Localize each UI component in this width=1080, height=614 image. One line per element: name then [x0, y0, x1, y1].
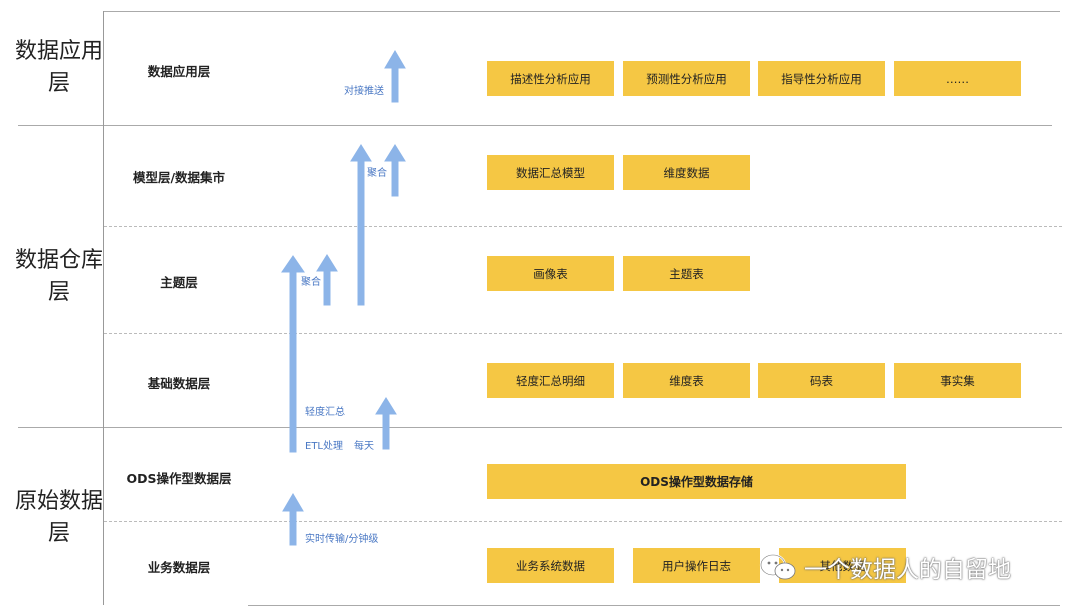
box-dimension-data: 维度数据	[623, 155, 750, 190]
box-fact-set: 事实集	[894, 363, 1021, 398]
label-aggregate-upper: 聚合	[367, 168, 387, 179]
left-column-divider	[103, 11, 104, 605]
box-user-operation-log: 用户操作日志	[633, 548, 760, 583]
label-aggregate-lower: 聚合	[301, 277, 321, 288]
app-layer-divider	[18, 125, 1052, 126]
label-etl: ETL处理	[305, 441, 343, 452]
box-business-system-data: 业务系统数据	[487, 548, 614, 583]
arrow-etl-to-topic	[281, 255, 305, 453]
warehouse-layer-divider	[18, 427, 1062, 428]
box-prescriptive-analysis: 指导性分析应用	[758, 61, 885, 96]
model-topic-divider	[104, 226, 1062, 227]
sublayer-label-base: 基础数据层	[147, 376, 211, 391]
label-daily: 每天	[354, 441, 374, 452]
box-predictive-analysis: 预测性分析应用	[623, 61, 750, 96]
arrow-daily-base	[375, 397, 397, 450]
sublayer-label-topic: 主题层	[160, 275, 198, 290]
arrow-topic-to-model	[350, 144, 372, 306]
watermark: 一个数据人的自留地	[758, 550, 1011, 584]
box-light-summary-detail: 轻度汇总明细	[487, 363, 614, 398]
box-summary-model: 数据汇总模型	[487, 155, 614, 190]
sublayer-label-business: 业务数据层	[147, 560, 211, 575]
box-ods-storage: ODS操作型数据存储	[487, 464, 906, 499]
topic-base-divider	[104, 333, 1062, 334]
arrow-aggregate-topic	[316, 254, 338, 306]
label-realtime: 实时传输/分钟级	[305, 534, 379, 545]
box-dimension-table: 维度表	[623, 363, 750, 398]
layer-title-raw: 原始数据层	[14, 489, 103, 546]
box-profile-table: 画像表	[487, 256, 614, 291]
watermark-text: 一个数据人的自留地	[804, 557, 1011, 583]
arrow-push-app	[384, 50, 406, 103]
box-other-data: 其他数据	[779, 548, 906, 583]
wechat-icon	[759, 553, 796, 580]
box-code-table: 码表	[758, 363, 885, 398]
box-topic-table: 主题表	[623, 256, 750, 291]
ods-business-divider	[104, 521, 1062, 522]
label-light-summary: 轻度汇总	[305, 407, 345, 418]
box-descriptive-analysis: 描述性分析应用	[487, 61, 614, 96]
sublayer-label-ods: ODS操作型数据层	[126, 471, 232, 486]
layer-title-app: 数据应用层	[14, 39, 103, 96]
arrow-aggregate-model	[384, 144, 406, 197]
layer-title-warehouse: 数据仓库层	[14, 248, 103, 305]
top-border	[104, 11, 1060, 12]
arrow-realtime-ods	[282, 493, 304, 546]
label-push: 对接推送	[344, 86, 384, 97]
sublayer-label-model: 模型层/数据集市	[132, 170, 226, 185]
bottom-border	[248, 605, 1060, 606]
sublayer-label-app: 数据应用层	[147, 64, 211, 79]
box-more: ……	[894, 61, 1021, 96]
